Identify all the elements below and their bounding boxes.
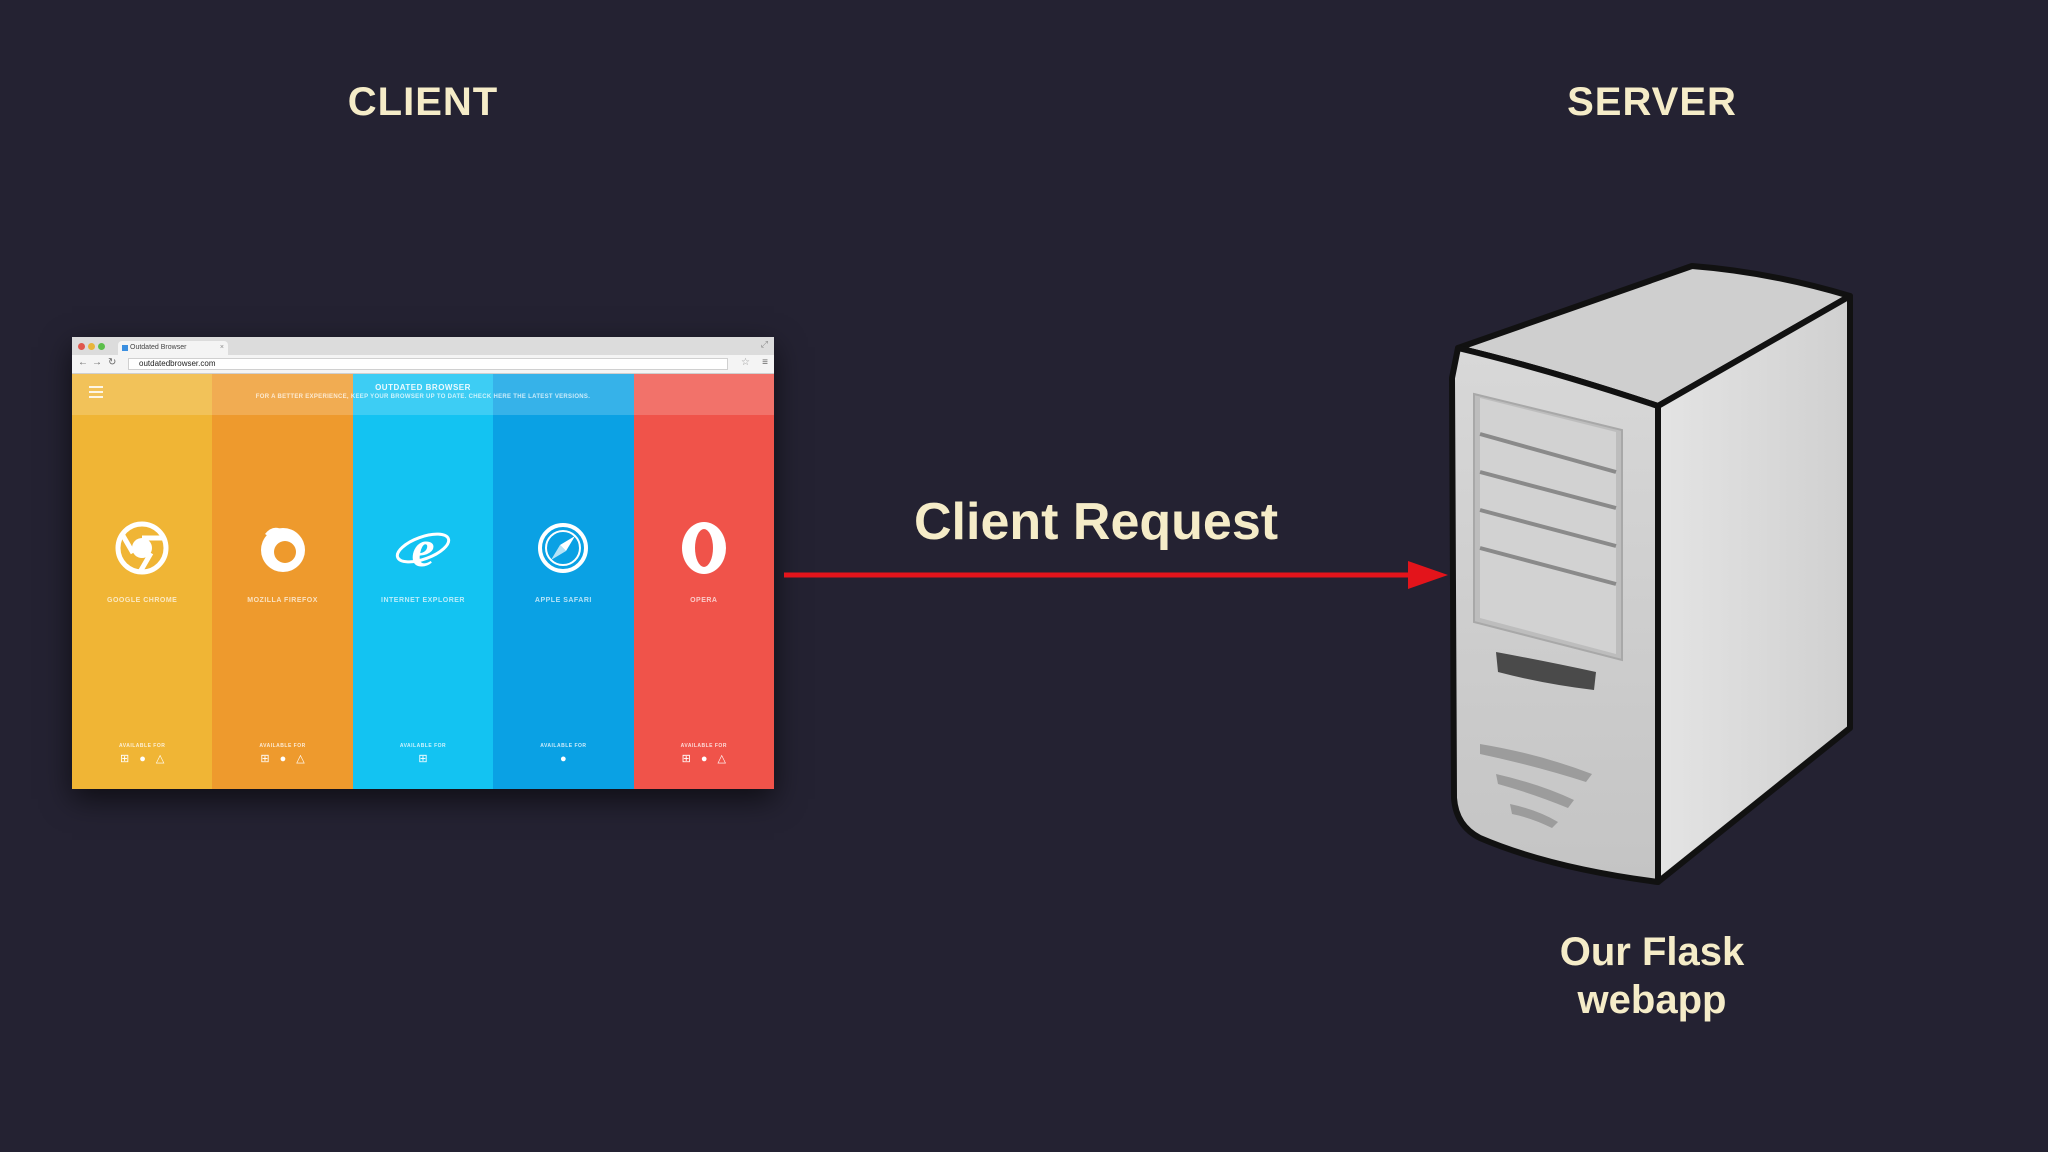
server-caption-line2: webapp: [1577, 978, 1727, 1022]
tab-close-icon[interactable]: ×: [219, 344, 224, 351]
column-header-band: [633, 374, 774, 415]
available-for-label: AVAILABLE FOR: [119, 743, 166, 749]
browser-toolbar: ← → ↻ outdatedbrowser.com ☆ ≡: [72, 355, 774, 374]
browser-menu-icon[interactable]: ≡: [762, 357, 768, 368]
column-header-band: [352, 374, 494, 415]
opera-icon[interactable]: [676, 520, 732, 576]
column-header-band: [212, 374, 353, 415]
linux-icon[interactable]: △: [717, 753, 726, 765]
chrome-icon[interactable]: [114, 520, 170, 576]
browser-tab[interactable]: Outdated Browser ×: [118, 341, 228, 355]
tab-title: Outdated Browser: [130, 344, 187, 351]
drive-slot: [1479, 546, 1617, 586]
apple-icon[interactable]: ●: [700, 753, 708, 765]
forward-icon[interactable]: →: [92, 357, 102, 368]
internet-explorer-icon[interactable]: e: [395, 520, 451, 578]
platform-icons: ⊞: [353, 753, 493, 765]
windows-icon[interactable]: ⊞: [681, 753, 691, 765]
browser-titlebar: Outdated Browser × ⤢: [72, 337, 774, 355]
linux-icon[interactable]: △: [155, 753, 165, 765]
client-request-label: Client Request: [914, 493, 1279, 551]
windows-icon[interactable]: ⊞: [260, 753, 270, 765]
server-heading: SERVER: [1567, 80, 1737, 124]
vent-grille: [1496, 774, 1574, 808]
safari-icon[interactable]: [535, 520, 591, 576]
linux-icon[interactable]: △: [296, 753, 305, 765]
available-for-label: AVAILABLE FOR: [259, 743, 306, 749]
available-for-label: AVAILABLE FOR: [399, 743, 447, 749]
reload-icon[interactable]: ↻: [108, 357, 117, 368]
site-title: OUTDATED BROWSER: [375, 383, 471, 392]
server-caption-line1: Our Flask: [1559, 930, 1745, 974]
available-for-label: AVAILABLE FOR: [680, 743, 727, 749]
hamburger-menu-icon[interactable]: [89, 386, 103, 401]
platform-icons: ⊞ ● △: [72, 753, 212, 765]
browser-name: OPERA: [690, 597, 718, 604]
minimize-window-icon[interactable]: [88, 343, 95, 350]
windows-icon[interactable]: ⊞: [120, 753, 130, 765]
column-header-band: [72, 374, 213, 415]
column-header-band: [493, 374, 634, 415]
browser-name: MOZILLA FIREFOX: [247, 597, 318, 604]
request-arrow: [784, 561, 1448, 589]
windows-icon[interactable]: ⊞: [418, 753, 428, 765]
drive-slot: [1479, 508, 1617, 548]
client-heading: CLIENT: [347, 80, 499, 124]
power-button-slot: [1496, 652, 1596, 690]
close-window-icon[interactable]: [78, 343, 85, 350]
apple-icon[interactable]: ●: [279, 753, 287, 765]
drive-slot: [1479, 432, 1617, 474]
site-subtitle: FOR A BETTER EXPERIENCE, KEEP YOUR BROWS…: [255, 394, 591, 400]
fullscreen-icon[interactable]: ⤢: [760, 339, 768, 349]
browser-column-opera[interactable]: OPERA AVAILABLE FOR ⊞ ● △: [633, 374, 774, 789]
favicon-icon: [122, 345, 128, 351]
browser-name: APPLE SAFARI: [534, 597, 592, 604]
vent-grille: [1510, 804, 1558, 828]
svg-text:e: e: [411, 521, 434, 576]
server-tower-icon: [1449, 263, 1853, 885]
bookmark-star-icon[interactable]: ☆: [741, 357, 750, 368]
platform-icons: ⊞ ● △: [634, 753, 774, 765]
browser-name: GOOGLE CHROME: [107, 597, 178, 604]
apple-icon[interactable]: ●: [560, 753, 567, 765]
address-bar[interactable]: outdatedbrowser.com: [128, 358, 728, 370]
platform-icons: ⊞ ● △: [212, 753, 352, 765]
firefox-icon[interactable]: [255, 520, 311, 576]
maximize-window-icon[interactable]: [98, 343, 105, 350]
platform-icons: ●: [493, 753, 633, 765]
drive-slot: [1479, 470, 1617, 510]
apple-icon[interactable]: ●: [139, 753, 146, 765]
browser-column-chrome[interactable]: GOOGLE CHROME AVAILABLE FOR ⊞ ● △: [72, 374, 213, 789]
vent-grille: [1480, 744, 1592, 782]
available-for-label: AVAILABLE FOR: [540, 743, 587, 749]
browser-column-safari[interactable]: APPLE SAFARI AVAILABLE FOR ●: [493, 374, 634, 789]
back-icon[interactable]: ←: [78, 357, 88, 368]
server-caption: Our Flask webapp: [1452, 928, 1852, 1024]
browser-column-firefox[interactable]: MOZILLA FIREFOX AVAILABLE FOR ⊞ ● △: [212, 374, 353, 789]
browser-window: Outdated Browser × ⤢ ← → ↻ outdatedbrows…: [72, 337, 774, 789]
arrow-head: [1408, 561, 1448, 589]
browser-name: INTERNET EXPLORER: [381, 597, 465, 604]
